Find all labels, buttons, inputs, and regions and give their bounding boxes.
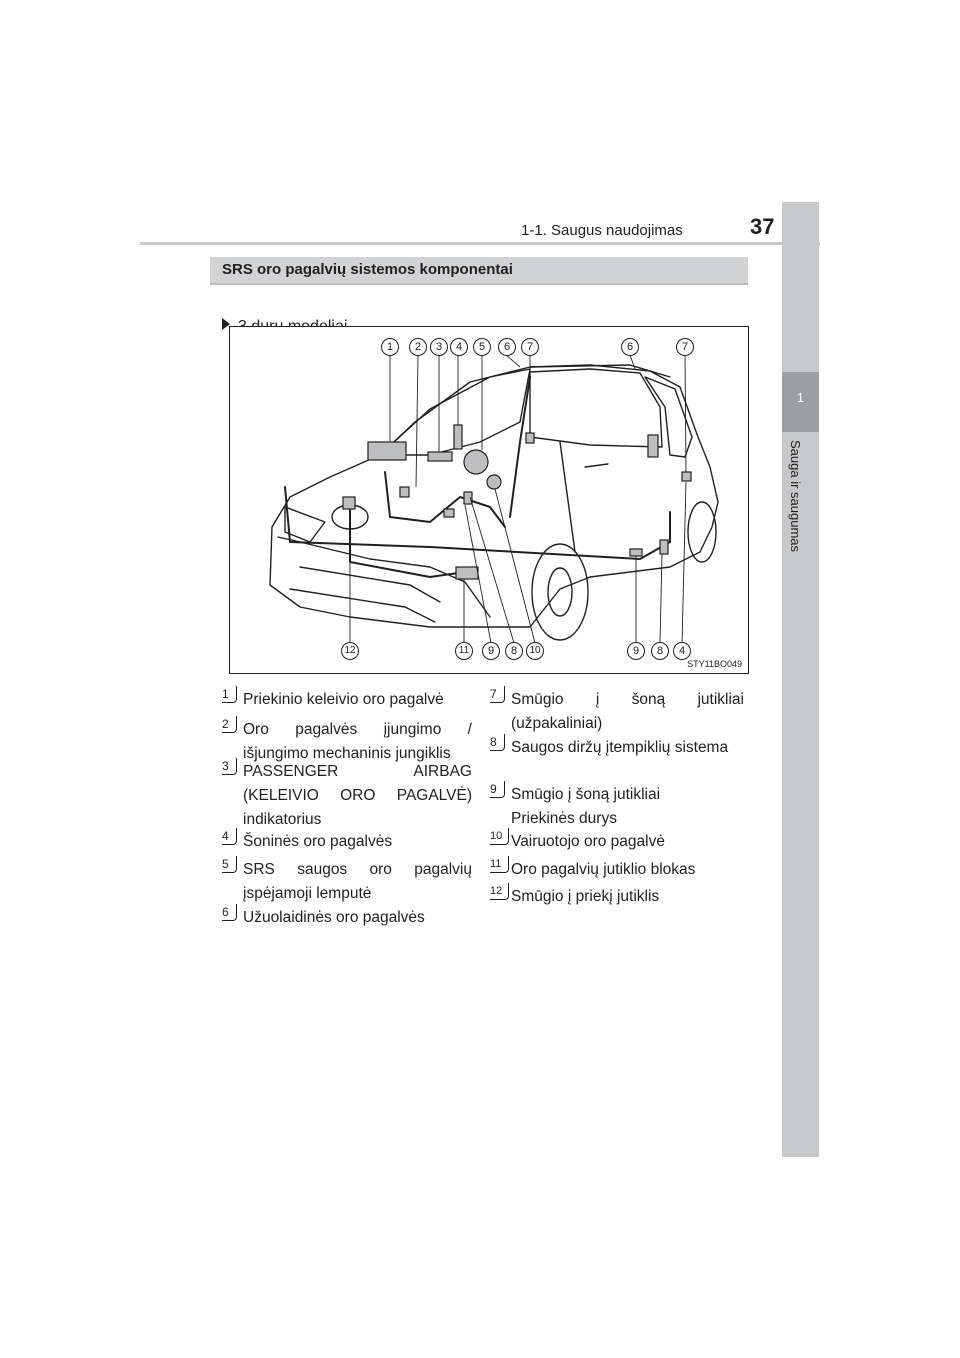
callout-top-1: 1 bbox=[381, 338, 399, 356]
front-wheel-hub bbox=[547, 567, 573, 617]
callout-bottom-4: 4 bbox=[673, 642, 691, 660]
callout-top-4: 4 bbox=[450, 338, 468, 356]
roof-line bbox=[529, 364, 671, 378]
callout-bottom-10: 10 bbox=[526, 642, 544, 660]
wiring-harness-b-pillar bbox=[509, 376, 531, 518]
curtain-airbag-component bbox=[647, 434, 659, 458]
callout-bottom-9: 9 bbox=[482, 642, 500, 660]
callout-top-3: 3 bbox=[430, 338, 448, 356]
airbag-sensor-assembly bbox=[455, 566, 479, 580]
front-wheel bbox=[531, 543, 589, 641]
driver-airbag-component bbox=[486, 474, 502, 490]
front-side-sensor-component bbox=[443, 508, 455, 518]
indicator-component bbox=[427, 451, 453, 462]
callout-top-2: 2 bbox=[409, 338, 427, 356]
front-impact-sensor bbox=[342, 496, 356, 510]
side-tab bbox=[782, 202, 819, 1157]
callout-top-6: 6 bbox=[498, 338, 516, 356]
callout-bottom-8: 8 bbox=[505, 642, 523, 660]
callout-top-6b: 6 bbox=[621, 338, 639, 356]
headlight-left bbox=[284, 506, 326, 543]
side-tab-chapter-number: 1 bbox=[796, 390, 805, 405]
side-tab-chapter-label: Sauga ir saugumas bbox=[788, 440, 803, 553]
side-airbag-component bbox=[453, 424, 463, 450]
front-side-sensor-right-component bbox=[629, 548, 643, 557]
callout-top-7b: 7 bbox=[676, 338, 694, 356]
grille-lower bbox=[289, 588, 436, 623]
rear-side-sensor-right-component bbox=[681, 471, 692, 482]
warning-light-component bbox=[463, 449, 489, 475]
callout-top-7: 7 bbox=[521, 338, 539, 356]
pretensioner-component bbox=[463, 491, 473, 505]
passenger-airbag-component bbox=[367, 441, 407, 461]
rear-window-outline bbox=[644, 376, 693, 458]
on-off-switch-component bbox=[399, 486, 410, 498]
grille-upper bbox=[299, 566, 441, 603]
door-line bbox=[559, 441, 576, 553]
section-bar bbox=[210, 257, 748, 285]
rear-wheel bbox=[687, 501, 717, 563]
front-bumper bbox=[277, 536, 491, 618]
callout-bottom-11: 11 bbox=[455, 642, 473, 660]
car-body-outline bbox=[269, 364, 719, 628]
side-tab-chapter-box bbox=[782, 372, 819, 432]
door-handle bbox=[584, 463, 609, 468]
pretensioner-right-component bbox=[659, 539, 669, 555]
rear-side-sensor-component bbox=[525, 432, 535, 444]
section-title: SRS oro pagalvių sistemos komponentai bbox=[222, 261, 513, 278]
callout-bottom-12: 12 bbox=[341, 642, 359, 660]
callout-bottom-8b: 8 bbox=[651, 642, 669, 660]
page-header-section: 1-1. Saugus naudojimas bbox=[521, 222, 683, 239]
callout-bottom-9b: 9 bbox=[627, 642, 645, 660]
srs-components-figure: 1 2 3 4 5 6 7 6 7 12 11 9 8 10 9 8 4 STY… bbox=[229, 326, 749, 674]
wiring-harness bbox=[284, 486, 671, 560]
side-window-outline bbox=[529, 368, 663, 448]
page-number: 37 bbox=[750, 214, 775, 239]
triangle-bullet-icon bbox=[222, 318, 230, 330]
figure-code: STY11BO049 bbox=[687, 659, 742, 669]
callout-top-5: 5 bbox=[473, 338, 491, 356]
car-diagram bbox=[269, 354, 719, 644]
header-rule bbox=[140, 242, 820, 245]
